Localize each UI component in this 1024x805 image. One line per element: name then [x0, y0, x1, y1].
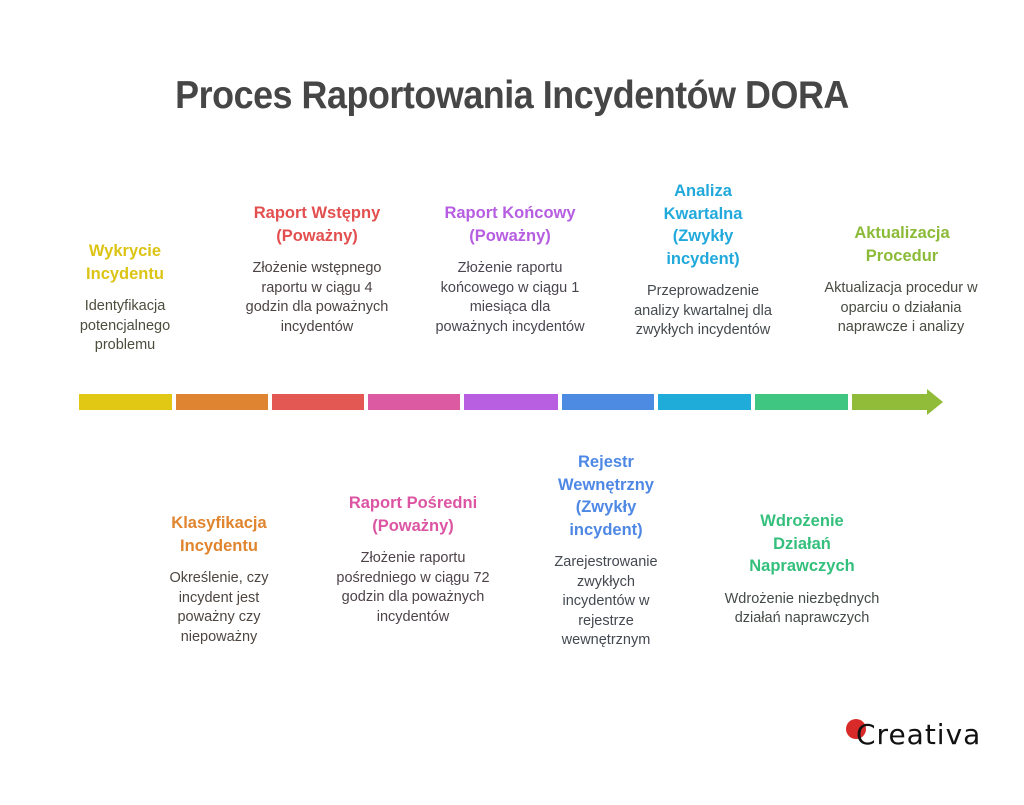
segment-detection [79, 394, 172, 410]
step-heading: Klasyfikacja Incydentu [171, 514, 267, 555]
step-heading: Analiza Kwartalna (Zwykły incydent) [663, 182, 743, 268]
step-description: Identyfikacja potencjalnego problemu [79, 298, 171, 353]
step-description: Złożenie raportu końcowego w ciągu 1 mie… [435, 260, 585, 335]
step-heading: Aktualizacja Procedur [854, 224, 950, 265]
step-procedure-update: Aktualizacja Procedur Aktualizacja proce… [812, 222, 982, 338]
step-description: Przeprowadzenie analizy kwartalnej dla z… [634, 283, 772, 338]
step-heading: Raport Wstępny (Poważny) [253, 204, 381, 245]
step-corrective-actions: Wdrożenie Działań Naprawczych Wdrożenie … [717, 510, 887, 629]
creativa-logo: Creativa [844, 716, 980, 756]
step-detection: Wykrycie Incydentu Identyfikacja potencj… [40, 240, 210, 356]
step-classification: Klasyfikacja Incydentu Określenie, czy i… [134, 512, 304, 647]
step-quarterly-analysis: Analiza Kwartalna (Zwykły incydent) Prze… [618, 180, 788, 341]
page-title: Proces Raportowania Incydentów DORA [175, 74, 849, 117]
step-heading: Wdrożenie Działań Naprawczych [749, 512, 855, 575]
step-interim-report: Raport Pośredni (Poważny) Złożenie rapor… [328, 492, 498, 627]
segment-quarterly-analysis [658, 394, 751, 410]
step-description: Zarejestrowanie zwykłych incydentów w re… [554, 554, 658, 648]
segment-interim-report [368, 394, 460, 410]
segment-classification [176, 394, 268, 410]
step-initial-report: Raport Wstępny (Poważny) Złożenie wstępn… [232, 202, 402, 337]
step-description: Określenie, czy incydent jest poważny cz… [169, 570, 269, 645]
segment-initial-report [272, 394, 364, 410]
step-heading: Raport Pośredni (Poważny) [348, 494, 478, 535]
logo-red-dot-icon [846, 719, 866, 739]
logo-wordmark: Creativa [856, 718, 982, 751]
arrow-right-icon [852, 389, 943, 415]
step-description: Wdrożenie niezbędnych działań naprawczyc… [724, 590, 880, 627]
step-heading: Raport Końcowy (Poważny) [444, 204, 576, 245]
step-heading: Wykrycie Incydentu [86, 242, 164, 283]
segment-internal-register [562, 394, 654, 410]
step-final-report: Raport Końcowy (Poważny) Złożenie raport… [425, 202, 595, 337]
step-description: Aktualizacja procedur w oparciu o działa… [824, 280, 978, 335]
segment-final-report [464, 394, 558, 410]
step-heading: Rejestr Wewnętrzny (Zwykły incydent) [558, 453, 654, 539]
step-description: Złożenie raportu pośredniego w ciągu 72 … [336, 550, 490, 625]
step-internal-register: Rejestr Wewnętrzny (Zwykły incydent) Zar… [521, 451, 691, 651]
step-description: Złożenie wstępnego raportu w ciągu 4 god… [245, 260, 389, 335]
segment-corrective-actions [755, 394, 848, 410]
